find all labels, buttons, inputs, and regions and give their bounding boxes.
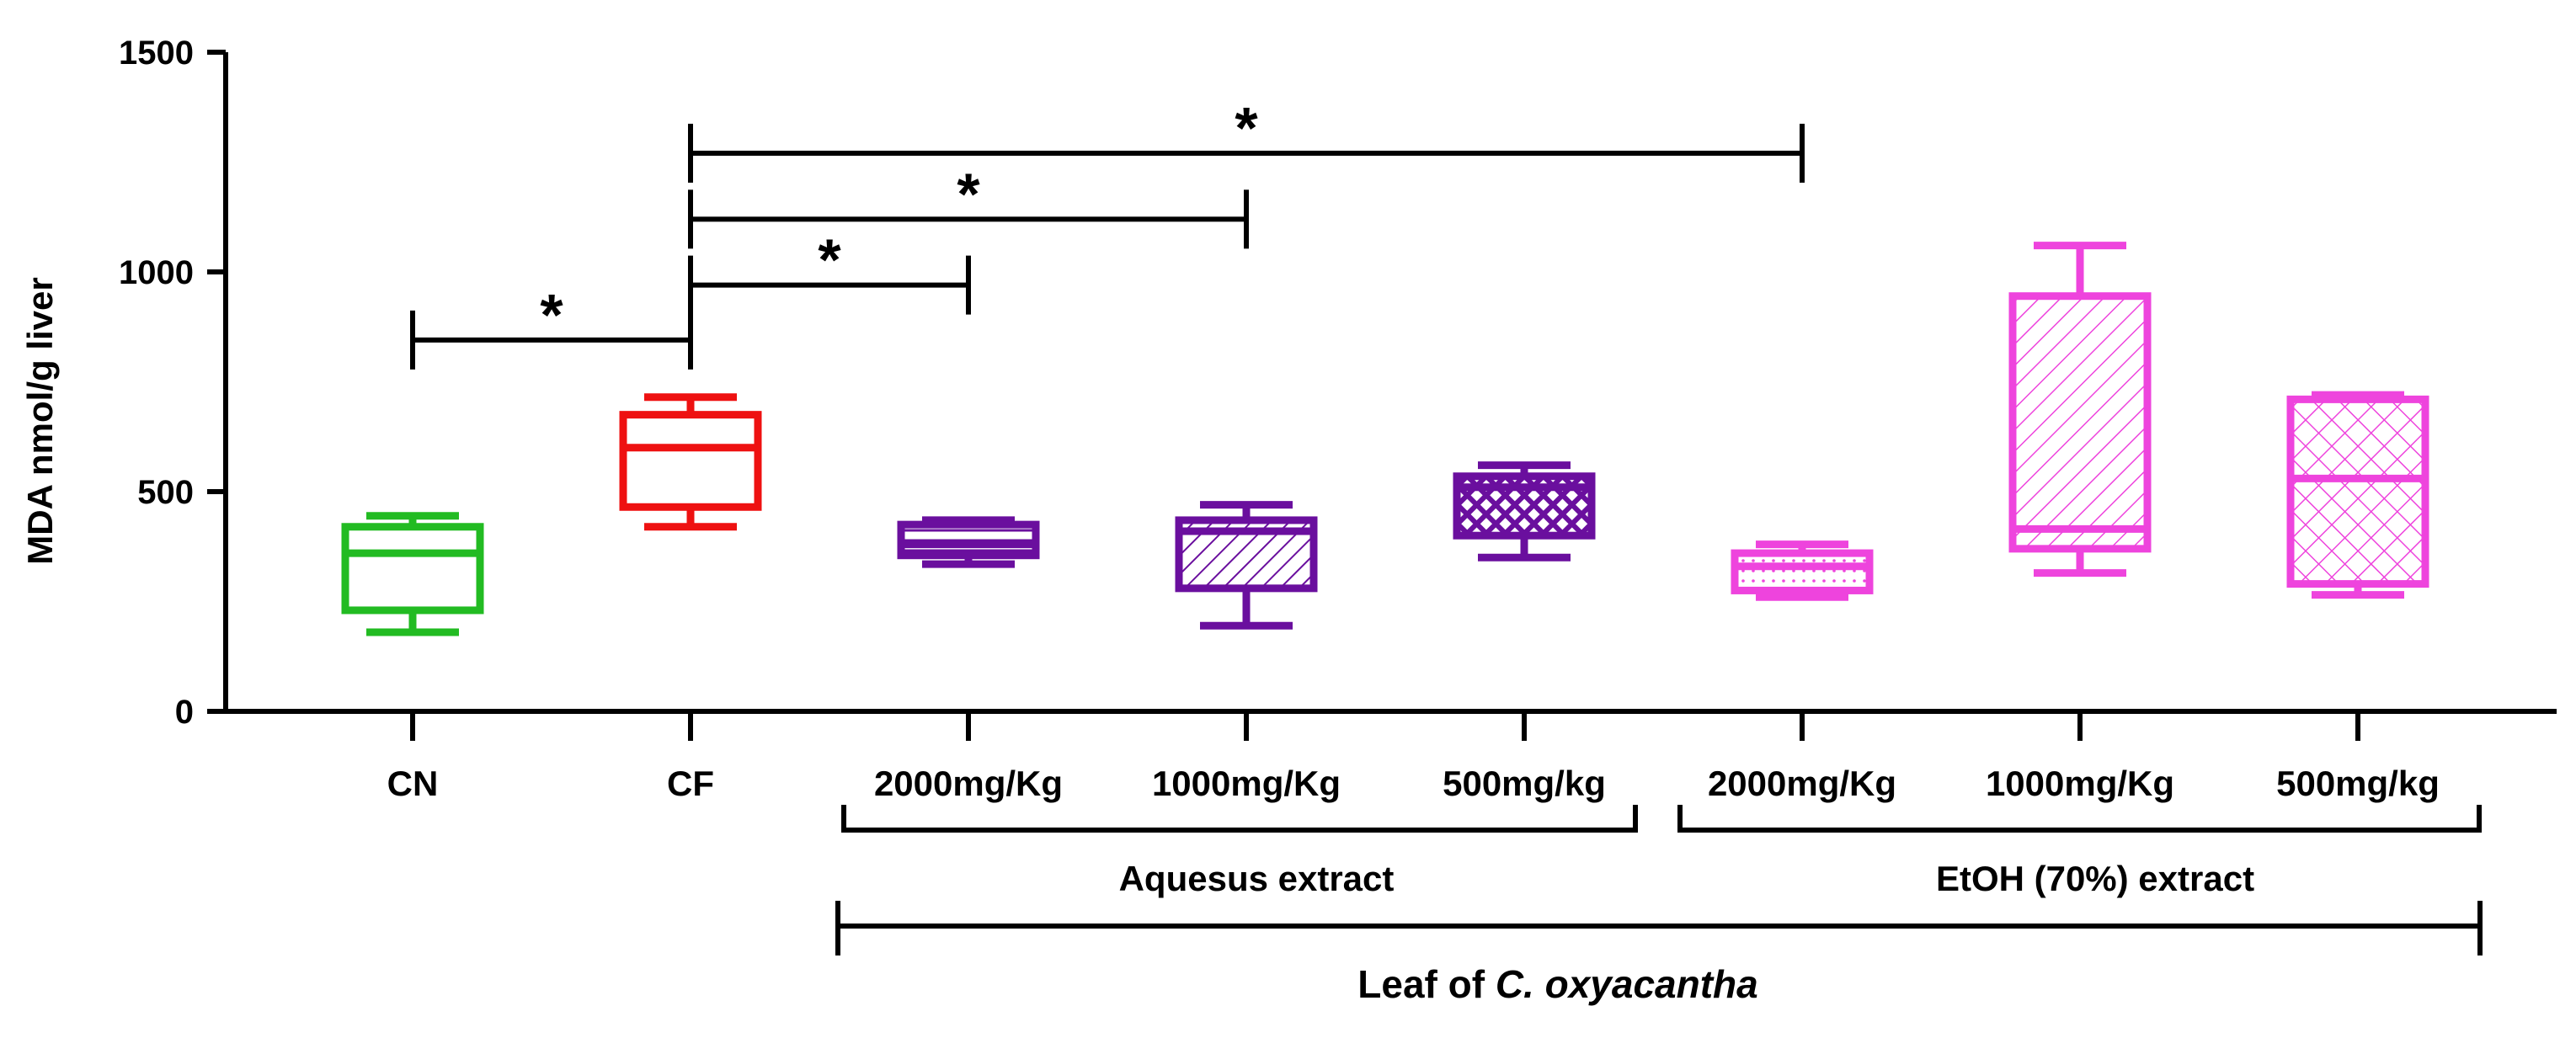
boxes	[341, 242, 2429, 636]
sig-bracket: *	[410, 282, 693, 370]
y-tick-label: 0	[175, 694, 194, 731]
y-tick-label: 1000	[119, 254, 194, 291]
aqueous-group-label: Aquesus extract	[1119, 859, 1395, 898]
box-6	[1731, 540, 1874, 601]
leaf-label-species: C. oxyacantha	[1496, 962, 1758, 1006]
sig-bracket: *	[688, 227, 971, 315]
sig-asterisk: *	[957, 161, 980, 226]
sig-asterisk: *	[818, 227, 841, 293]
box-iqr	[1731, 549, 1874, 594]
y-tick-label: 1500	[119, 35, 194, 72]
sig-asterisk: *	[540, 282, 563, 348]
x-tick-labels: CN CF 2000mg/Kg 1000mg/Kg 500mg/kg 2000mg/Kg 1…	[387, 711, 2440, 803]
box-iqr	[897, 520, 1040, 560]
box-7	[2008, 242, 2152, 578]
sig-bracket: *	[688, 161, 1249, 249]
box-3	[897, 516, 1040, 568]
leaf-group-bracket: Leaf of C. oxyacantha	[835, 901, 2483, 1006]
x-tick-label: CF	[667, 764, 714, 803]
significance-brackets: * * * *	[410, 95, 1805, 370]
box-5	[1453, 461, 1596, 562]
x-tick-label: 1000mg/Kg	[1986, 764, 2174, 803]
leaf-label-prefix: Leaf of	[1357, 962, 1496, 1006]
box-2	[619, 393, 762, 531]
x-tick-label: 500mg/kg	[2276, 764, 2440, 803]
box-4	[1175, 501, 1318, 630]
box-iqr	[619, 411, 762, 511]
box-1	[341, 512, 484, 636]
sig-asterisk: *	[1235, 95, 1258, 161]
y-ticks: 0 500 1000 1500	[119, 35, 226, 731]
x-tick-label: CN	[387, 764, 439, 803]
box-iqr	[2286, 395, 2429, 588]
x-tick-label: 2000mg/Kg	[874, 764, 1063, 803]
x-tick-label: 2000mg/Kg	[1708, 764, 1896, 803]
sig-bracket: *	[688, 95, 1805, 184]
box-iqr	[2008, 292, 2152, 553]
x-tick-label: 1000mg/Kg	[1152, 764, 1341, 803]
box-8	[2286, 391, 2429, 599]
y-axis-label: MDA nmol/g liver	[20, 277, 60, 564]
box-iqr	[341, 523, 484, 615]
x-tick-label: 500mg/kg	[1443, 764, 1606, 803]
aqueous-group-bracket: Aquesus extract	[841, 805, 1638, 898]
etoh-group-bracket: EtOH (70%) extract	[1677, 805, 2482, 898]
etoh-group-label: EtOH (70%) extract	[1936, 859, 2254, 898]
y-tick-label: 500	[137, 474, 194, 511]
leaf-group-label: Leaf of C. oxyacantha	[1357, 962, 1757, 1006]
